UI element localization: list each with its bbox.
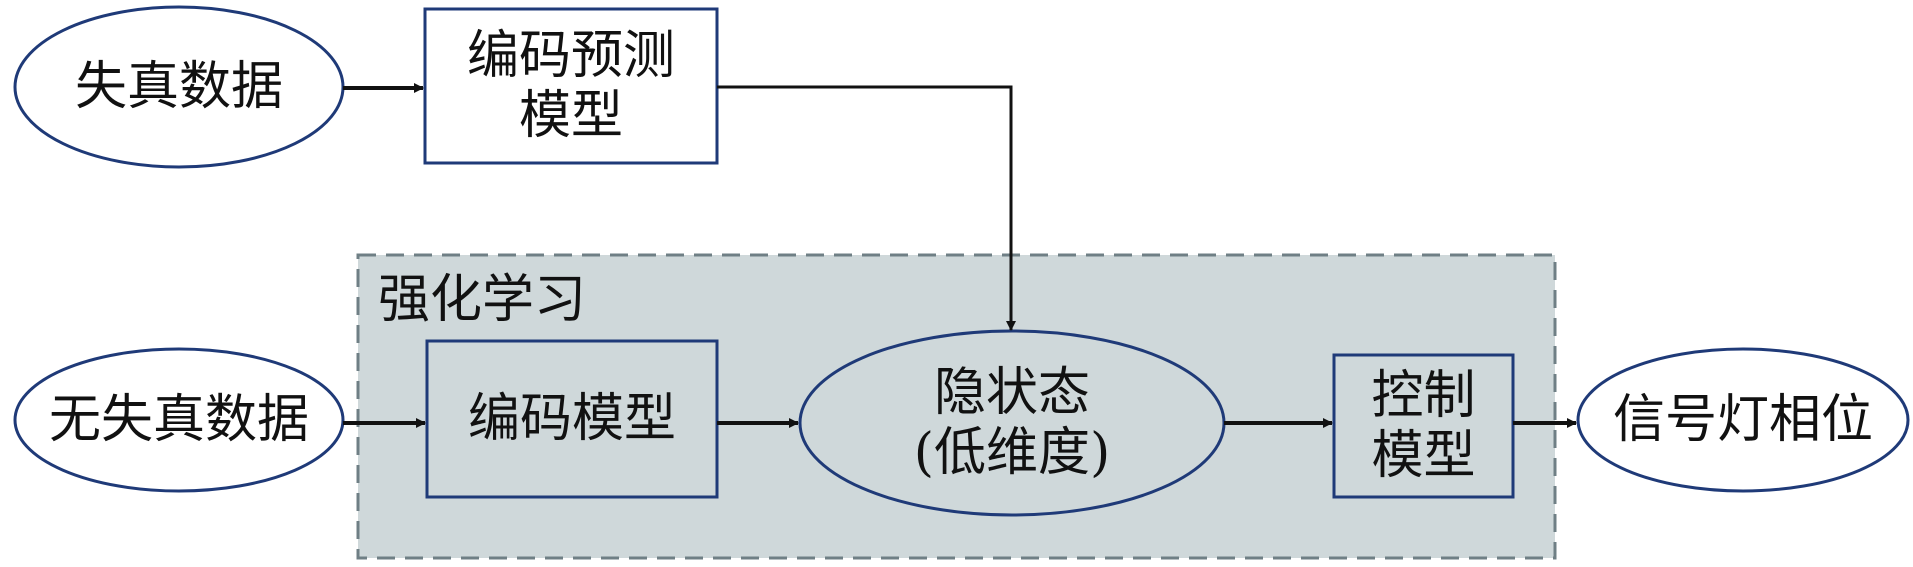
label-distorted-data: 失真数据 [74,57,283,117]
label-undistorted-data: 无失真数据 [48,390,309,450]
node-undistorted-data [13,347,345,493]
label-hidden-state: 隐状态 (低维度) [913,363,1111,483]
label-signal-phase: 信号灯相位 [1612,390,1873,450]
group-label: 强化学习 [378,270,587,330]
label-encode-predict-model: 编码预测 模型 [466,26,675,146]
label-encode-model: 编码模型 [467,389,676,449]
node-signal-phase [1576,347,1910,493]
edge-encpred-to-hidden [717,85,1016,331]
node-control-model [1332,353,1515,499]
node-encode-model [425,339,719,499]
label-control-model: 控制 模型 [1371,366,1476,486]
